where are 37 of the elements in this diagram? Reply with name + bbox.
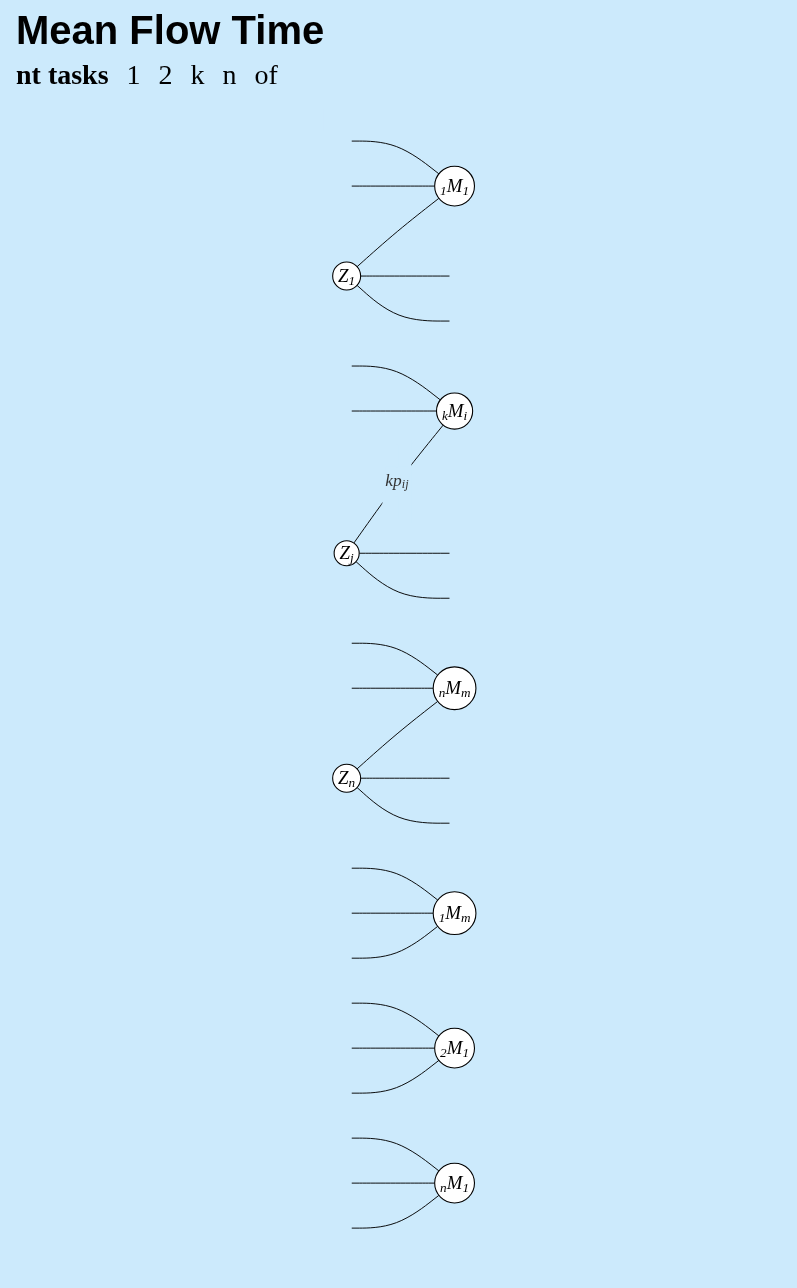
bracket-label: 1 (126, 59, 141, 91)
title: Mean Flow Time (16, 8, 326, 53)
connector (351, 365, 441, 401)
connector (351, 410, 437, 412)
connector (353, 424, 444, 544)
edge-label: kp$_{ij}$ (385, 470, 409, 492)
connector (351, 867, 439, 901)
node-circle: Z$_{j}$ (333, 540, 360, 567)
node-circle: Z$_{1}$ (332, 261, 362, 291)
connector (360, 777, 450, 779)
connector (355, 561, 450, 599)
node-circle: $_{n}$M$_{1}$ (434, 1162, 476, 1204)
bracket-label: n (222, 59, 237, 91)
connector (351, 912, 434, 914)
connector (351, 1137, 440, 1172)
connector (351, 642, 439, 676)
node-circle: $_{1}$M$_{m}$ (432, 891, 477, 936)
node-circle: $_{k}$M$_{i}$ (435, 392, 474, 430)
connector (351, 1194, 440, 1229)
node-circle: $_{n}$M$_{m}$ (432, 666, 477, 711)
node-circle: $_{1}$M$_{1}$ (434, 165, 476, 207)
connector (351, 1002, 440, 1037)
connector (356, 284, 450, 322)
node-circle: $_{2}$M$_{1}$ (434, 1027, 476, 1069)
bracket-label: k (190, 59, 205, 91)
connector (351, 925, 439, 959)
bracket-label: 2 (158, 59, 173, 91)
connector (351, 1059, 440, 1094)
connector (356, 700, 439, 770)
connector (360, 275, 450, 277)
connector (351, 687, 434, 689)
connector (356, 787, 450, 824)
text-fragment: of (254, 59, 278, 91)
connector (351, 140, 440, 175)
text-fragment: nt tasks (16, 59, 109, 91)
connector (356, 197, 440, 268)
node-circle: Z$_{n}$ (332, 763, 362, 793)
